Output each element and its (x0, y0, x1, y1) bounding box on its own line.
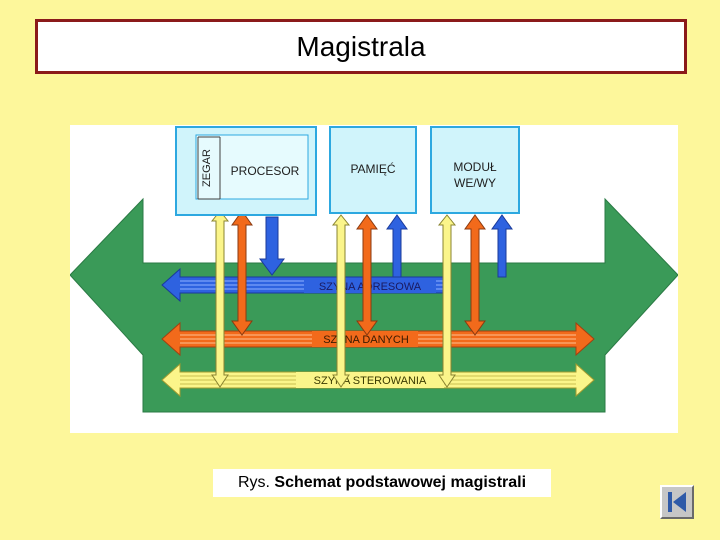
processor-connectors (210, 210, 285, 388)
io-module-label-line1: MODUŁ (453, 160, 497, 174)
memory-connectors (331, 214, 408, 388)
figure-caption: Rys. Schemat podstawowej magistrali (213, 469, 551, 497)
processor-module: ZEGAR PROCESOR (175, 126, 317, 216)
bus-diagram: SZYNA ADRESOWA SZYNA DANYCH SZYNA STEROW… (70, 125, 678, 433)
data-bus-label: SZYNA DANYCH (323, 334, 409, 346)
io-module-label-line2: WE/WY (454, 176, 496, 190)
slide-title: Magistrala (296, 30, 426, 62)
first-slide-button[interactable] (660, 485, 694, 519)
memory-label: PAMIĘĆ (350, 161, 395, 176)
control-bus-label: SZYNA STEROWANIA (314, 375, 427, 387)
processor-label: PROCESOR (231, 164, 300, 178)
memory-module: PAMIĘĆ (329, 126, 417, 214)
caption-prefix: Rys. (237, 474, 270, 491)
first-slide-icon (668, 492, 686, 512)
control-bus: SZYNA STEROWANIA (161, 362, 595, 398)
caption-text: Schemat podstawowej magistrali (274, 474, 527, 491)
title-box: Magistrala (35, 19, 687, 74)
io-module: MODUŁ WE/WY (430, 126, 520, 214)
io-module-connectors (437, 214, 513, 388)
clock-label: ZEGAR (201, 149, 213, 187)
